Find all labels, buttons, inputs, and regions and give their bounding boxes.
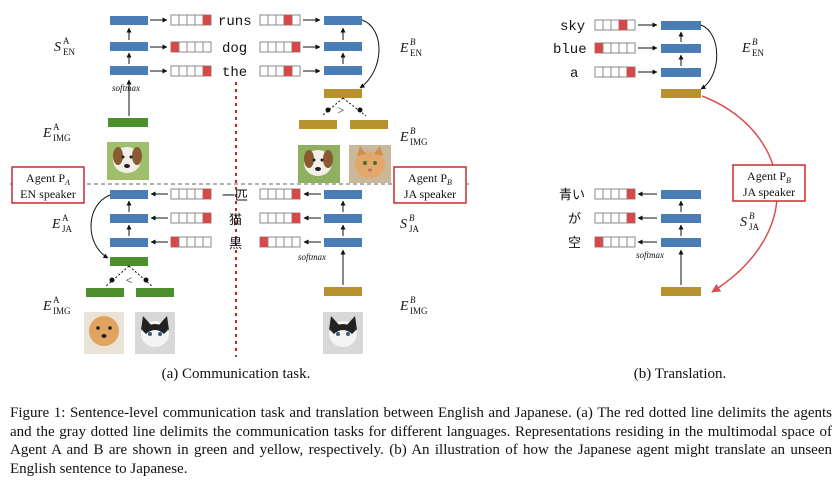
- subcaption-b: (b) Translation.: [634, 366, 727, 382]
- word-sora: 空: [568, 236, 581, 251]
- label-e-img-a-top: E A IMG: [42, 122, 71, 143]
- svg-text:IMG: IMG: [410, 137, 428, 147]
- svg-text:A: A: [62, 213, 69, 223]
- svg-text:EN: EN: [63, 47, 75, 57]
- svg-text:IMG: IMG: [53, 306, 71, 316]
- word-kuro: 黒: [229, 237, 242, 252]
- dog-photo-b: [298, 145, 340, 183]
- word-a: a: [570, 66, 578, 82]
- svg-text:E: E: [399, 299, 409, 314]
- agent-b-box-right: [732, 164, 806, 202]
- label-e-ja-a: E A JA: [51, 213, 73, 234]
- svg-text:B: B: [410, 37, 416, 47]
- svg-text:JA: JA: [62, 224, 73, 234]
- svg-text:JA: JA: [409, 224, 420, 234]
- onehot-vectors-en-left: [170, 14, 212, 77]
- svg-text:B: B: [749, 211, 755, 221]
- compare-lt: <: [126, 273, 133, 287]
- softmax-label-top: softmax: [112, 83, 140, 93]
- word-blue: blue: [553, 42, 587, 58]
- figure-diagram: runs dog the softmax S A EN E B EN: [10, 14, 806, 382]
- subcaption-a: (a) Communication task.: [162, 366, 311, 382]
- svg-text:S: S: [54, 40, 61, 55]
- label-s-ja-b: S B JA: [400, 213, 420, 234]
- agent-b-right-line2: JA speaker: [743, 185, 795, 199]
- onehot-vectors-ja-b: [259, 188, 301, 248]
- word-dog: dog: [222, 41, 247, 57]
- black-white-cat-photo: [135, 312, 175, 354]
- agent-b-line2: JA speaker: [404, 187, 456, 201]
- label-e-img-b-bottom: E B IMG: [399, 295, 428, 316]
- svg-text:E: E: [399, 41, 409, 56]
- svg-text:JA: JA: [749, 222, 760, 232]
- label-e-en-b-top: E B EN: [399, 37, 422, 58]
- rnn-stack-s-en-a: [110, 16, 168, 116]
- agent-b-box: [393, 166, 467, 204]
- svg-text:S: S: [400, 217, 407, 232]
- rnn-stack-e-en-b-right: [638, 21, 718, 98]
- onehot-vectors-en-b-input: [259, 14, 301, 77]
- green-vector-a-top: [108, 118, 148, 127]
- word-ga: が: [568, 212, 581, 227]
- label-s-ja-b-right: S B JA: [740, 211, 760, 232]
- svg-text:B: B: [752, 37, 758, 47]
- svg-text:E: E: [741, 41, 751, 56]
- softmax-label-mid: softmax: [298, 252, 326, 262]
- word-neko: 猫: [229, 213, 242, 228]
- agent-a-box: [11, 166, 85, 204]
- orange-cat-photo: [349, 145, 391, 183]
- svg-text:E: E: [42, 299, 52, 314]
- comparison-tree-a: [86, 265, 174, 297]
- rnn-stack-s-ja-b: [303, 190, 362, 296]
- word-sky: sky: [560, 19, 585, 35]
- svg-text:EN: EN: [752, 48, 764, 58]
- word-runs: runs: [218, 14, 252, 30]
- word-the: the: [222, 65, 247, 81]
- black-white-cat-photo-b: [323, 312, 363, 354]
- agent-b-right-line1: Agent PB: [747, 169, 791, 185]
- pomeranian-photo: [84, 312, 124, 354]
- svg-text:B: B: [410, 126, 416, 136]
- svg-text:A: A: [63, 36, 70, 46]
- rnn-stack-e-en-b: [303, 16, 380, 98]
- word-ippiki: 一匹: [222, 189, 248, 204]
- dog-photo: [107, 142, 149, 180]
- agent-b-line1: Agent PB: [408, 171, 452, 187]
- label-e-img-a-bottom: E A IMG: [42, 295, 71, 316]
- onehot-vectors-ja-right: [594, 188, 636, 248]
- svg-text:IMG: IMG: [53, 133, 71, 143]
- svg-text:E: E: [42, 126, 52, 141]
- label-e-en-b-right: E B EN: [741, 37, 764, 58]
- svg-text:B: B: [410, 295, 416, 305]
- label-s-en-a: S A EN: [54, 36, 75, 57]
- rnn-stack-s-ja-b-right: [637, 190, 701, 296]
- softmax-label-right: softmax: [636, 250, 664, 260]
- svg-text:E: E: [51, 217, 61, 232]
- figure-caption: Figure 1: Sentence-level communication t…: [10, 405, 832, 477]
- svg-text:IMG: IMG: [410, 306, 428, 316]
- svg-text:EN: EN: [410, 48, 422, 58]
- word-aoi: 青い: [559, 188, 585, 203]
- svg-text:A: A: [53, 295, 60, 305]
- svg-text:B: B: [409, 213, 415, 223]
- onehot-vectors-en-right: [594, 19, 636, 78]
- comparison-tree-b: [299, 97, 388, 129]
- agent-a-line1: Agent PA: [26, 171, 70, 187]
- rnn-stack-e-ja-a: [90, 190, 168, 266]
- label-e-img-b-top: E B IMG: [399, 126, 428, 147]
- svg-text:S: S: [740, 215, 747, 230]
- agent-a-line2: EN speaker: [20, 187, 76, 201]
- compare-gt: >: [338, 103, 345, 117]
- onehot-vectors-ja-a: [170, 188, 212, 248]
- svg-text:E: E: [399, 130, 409, 145]
- svg-text:A: A: [53, 122, 60, 132]
